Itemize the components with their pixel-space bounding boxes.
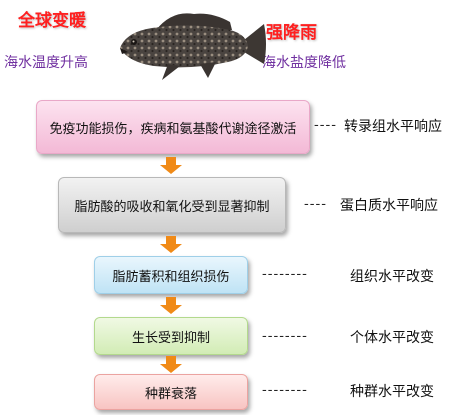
- right-subtitle: 海水盐度降低: [262, 55, 346, 71]
- level-label-population: 种群水平改变: [350, 384, 434, 400]
- connector-3: --------: [262, 266, 308, 282]
- connector-2: ----: [304, 196, 327, 212]
- flow-box-individual-text: 生长受到抑制: [131, 330, 210, 346]
- flow-box-population: 种群衰落: [94, 374, 248, 410]
- flow-box-individual: 生长受到抑制: [94, 317, 248, 355]
- level-label-tissue: 组织水平改变: [350, 269, 434, 285]
- flow-box-protein-text: 脂肪酸的吸收和氧化受到显著抑制: [74, 199, 270, 215]
- down-arrow-icon: [160, 236, 182, 253]
- down-arrow-icon: [160, 356, 182, 373]
- right-title: 强降雨: [266, 23, 317, 43]
- flow-box-population-text: 种群衰落: [144, 386, 197, 402]
- level-label-individual: 个体水平改变: [350, 330, 434, 346]
- connector-4: --------: [262, 328, 308, 344]
- grouper-fish-image: [120, 13, 266, 80]
- connector-5: --------: [262, 382, 308, 398]
- level-label-protein: 蛋白质水平响应: [340, 198, 438, 214]
- flow-box-transcriptome-text: 免疫功能损伤，疾病和氨基酸代谢途径激活: [49, 121, 297, 137]
- down-arrow-icon: [160, 157, 182, 174]
- left-title: 全球变暖: [18, 11, 86, 31]
- level-label-transcriptome: 转录组水平响应: [344, 119, 442, 135]
- left-subtitle: 海水温度升高: [4, 55, 88, 71]
- flow-box-protein: 脂肪酸的吸收和氧化受到显著抑制: [58, 177, 286, 233]
- connector-1: ----: [314, 117, 337, 133]
- flow-box-tissue-text: 脂肪蓄积和组织损伤: [112, 269, 230, 285]
- down-arrow-icon: [160, 297, 182, 314]
- flow-box-tissue: 脂肪蓄积和组织损伤: [94, 256, 248, 294]
- flow-box-transcriptome: 免疫功能损伤，疾病和氨基酸代谢途径激活: [36, 100, 310, 154]
